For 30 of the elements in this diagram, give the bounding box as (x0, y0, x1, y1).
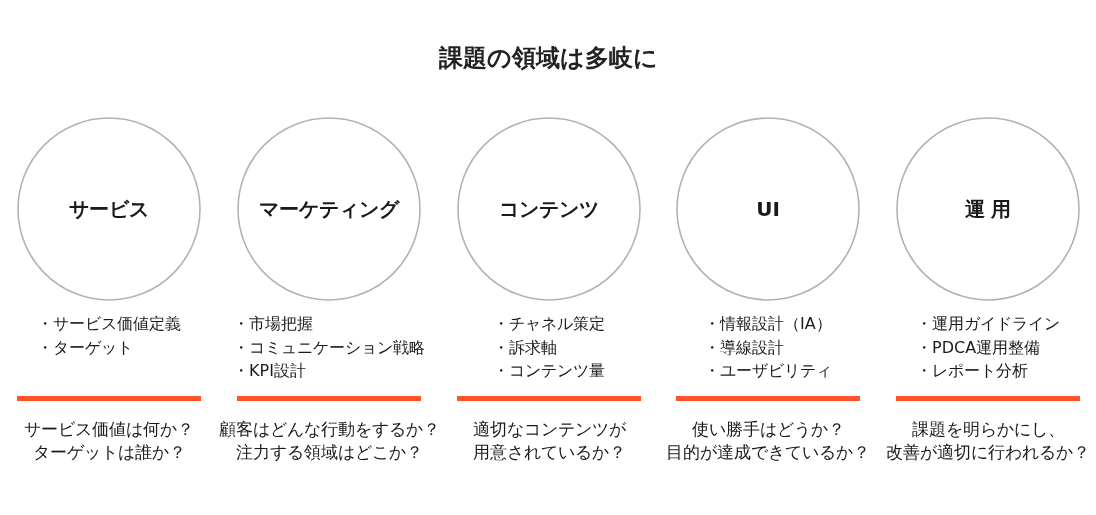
bullet-item: ・コンテンツ量 (493, 360, 605, 382)
bullet-item: ・レポート分析 (916, 360, 1028, 382)
bullet-item: ・運用ガイドライン (916, 313, 1060, 335)
category-label: マーケティング (259, 196, 399, 222)
question-text: 使い勝手はどうか？目的が達成できているか？ (665, 418, 871, 464)
category-circle (17, 117, 201, 301)
category-circle (237, 117, 421, 301)
question-text: 適切なコンテンツが用意されているか？ (472, 418, 627, 464)
bullet-item: ・ユーザビリティ (704, 360, 832, 382)
category-label: サービス (69, 196, 149, 222)
diagram-title: 課題の領域は多岐に (439, 43, 658, 73)
bullet-item: ・コミュニケーション戦略 (233, 336, 425, 359)
question-text: サービス価値は何か？ターゲットは誰か？ (23, 418, 195, 464)
bullet-item: ・サービス価値定義 (37, 313, 181, 335)
bullet-item: ・情報設計（IA） (704, 313, 832, 335)
category-circle (457, 117, 641, 301)
category-label: 運 用 (964, 196, 1012, 222)
category-circle (676, 117, 860, 301)
category-label: コンテンツ (499, 196, 599, 222)
bullet-item: ・PDCA運用整備 (916, 336, 1041, 359)
question-text: 課題を明らかにし、改善が適切に行われるか？ (885, 418, 1091, 464)
bullet-item: ・訴求軸 (493, 336, 557, 359)
bullet-item: ・KPI設計 (233, 360, 306, 382)
question-text: 顧客はどんな行動をするか？注力する領域はどこか？ (218, 418, 441, 464)
category-circle (896, 117, 1080, 301)
bullet-item: ・チャネル策定 (493, 313, 605, 335)
category-label: UI (756, 196, 780, 222)
bullet-item: ・ターゲット (37, 336, 133, 359)
bullet-item: ・市場把握 (233, 313, 313, 335)
bullet-item: ・導線設計 (704, 336, 784, 359)
